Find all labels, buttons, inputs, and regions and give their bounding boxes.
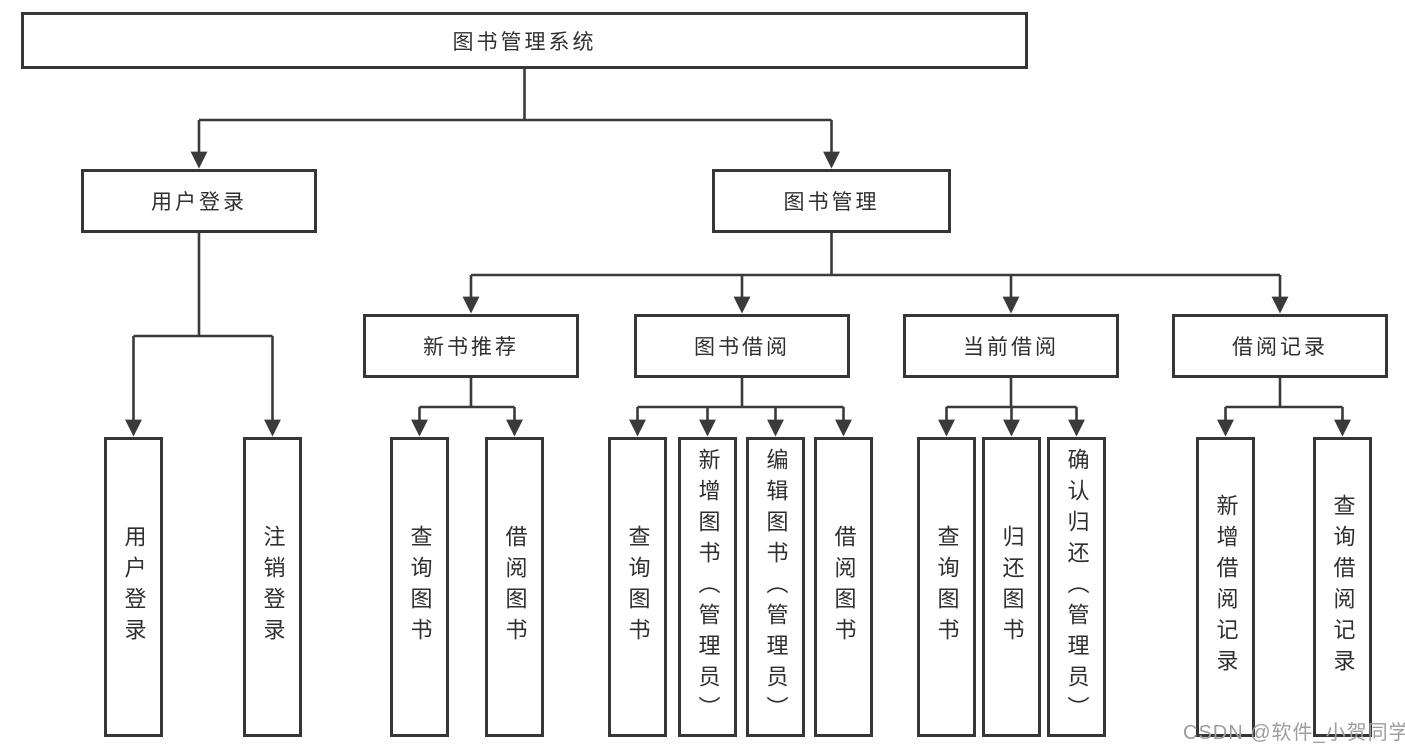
leaf-query-books-borrow: 查询图书 — [608, 437, 667, 737]
leaf-borrow-book: 借阅图书 — [814, 437, 873, 737]
leaf-return-book: 归还图书 — [982, 437, 1041, 737]
leaf-add-book-admin: 新增图书（管理员） — [678, 437, 737, 737]
leaf-add-borrow-record: 新增借阅记录 — [1196, 437, 1255, 737]
node-current-borrow: 当前借阅 — [903, 314, 1119, 378]
node-book-management: 图书管理 — [712, 169, 951, 233]
leaf-logout: 注销登录 — [243, 437, 302, 737]
node-new-book-recommend: 新书推荐 — [363, 314, 579, 378]
node-root-system: 图书管理系统 — [21, 12, 1028, 69]
node-user-login: 用户登录 — [81, 169, 317, 233]
node-borrow-records: 借阅记录 — [1172, 314, 1388, 378]
leaf-edit-book-admin: 编辑图书（管理员） — [746, 437, 805, 737]
csdn-watermark: CSDN @软件_小贺同学 — [1183, 722, 1405, 744]
leaf-query-books-recommend: 查询图书 — [390, 437, 449, 737]
leaf-query-borrow-record: 查询借阅记录 — [1313, 437, 1372, 737]
leaf-query-books-current: 查询图书 — [917, 437, 976, 737]
leaf-user-login: 用户登录 — [104, 437, 163, 737]
node-book-borrow: 图书借阅 — [634, 314, 850, 378]
leaf-borrow-book-recommend: 借阅图书 — [485, 437, 544, 737]
leaf-confirm-return-admin: 确认归还（管理员） — [1047, 437, 1106, 737]
